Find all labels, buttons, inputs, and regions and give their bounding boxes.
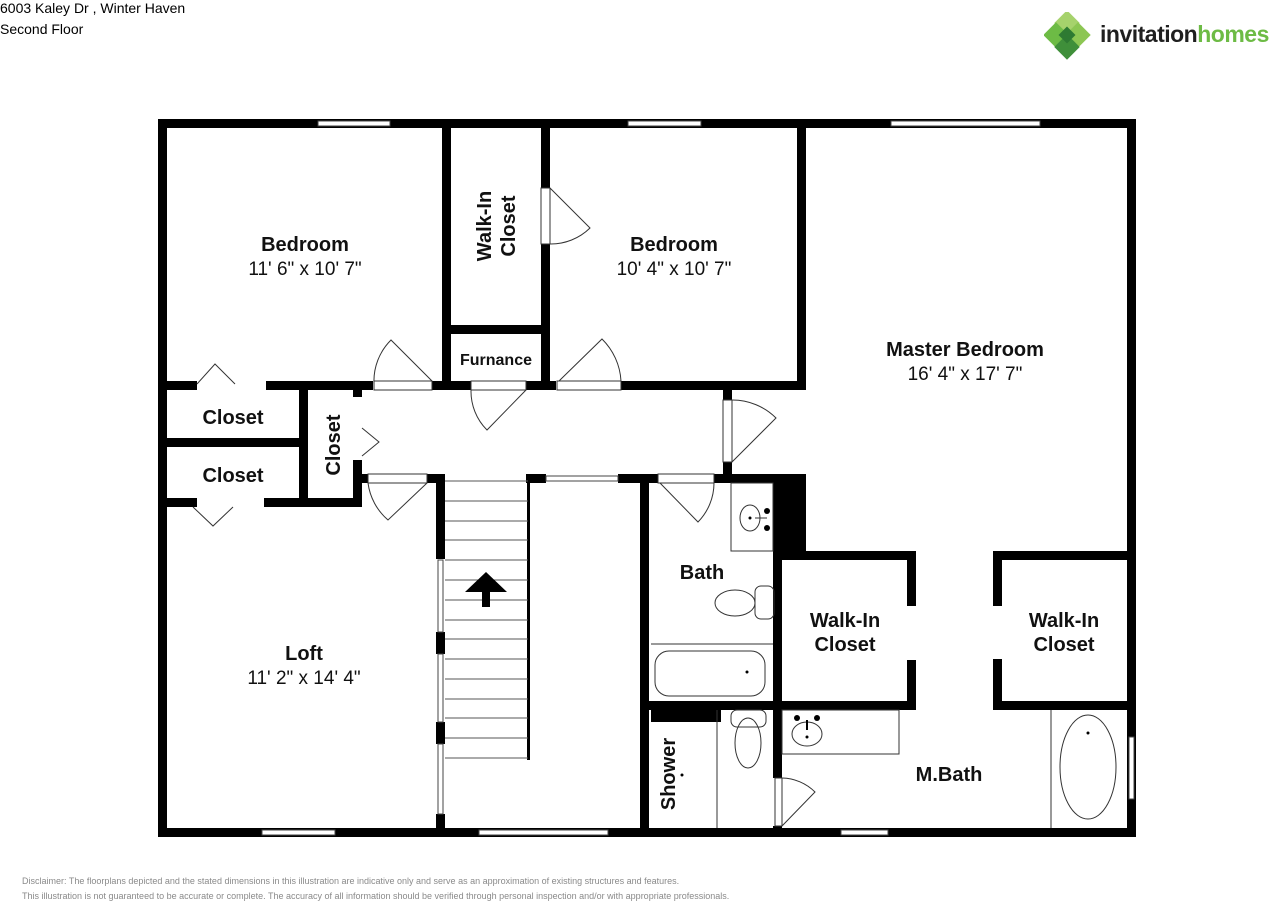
staircase xyxy=(445,480,528,759)
room-closet-1-name: Closet xyxy=(202,407,263,429)
room-walkin-top-line2: Closet xyxy=(498,195,520,256)
disclaimer-line-2: This illustration is not guaranteed to b… xyxy=(22,891,730,901)
room-closet-2-name: Closet xyxy=(202,465,263,487)
logo-word-homes: homes xyxy=(1197,21,1269,47)
room-master-name: Master Bedroom xyxy=(886,339,1044,361)
toilet-icon xyxy=(714,589,756,617)
room-bedroom-2-name: Bedroom xyxy=(630,234,718,256)
room-master-dims: 16' 4" x 17' 7" xyxy=(908,364,1023,385)
soaking-tub-icon xyxy=(1059,714,1117,820)
room-closet-3-name: Closet xyxy=(323,414,345,475)
room-walkin-right-line1: Walk-In xyxy=(1029,610,1099,632)
room-bedroom-1-name: Bedroom xyxy=(261,234,349,256)
windows xyxy=(261,120,1135,836)
doors xyxy=(192,187,816,827)
floor-label: Second Floor xyxy=(0,21,84,37)
room-walkin-top-line1: Walk-In xyxy=(474,191,496,261)
disclaimer-line-1: Disclaimer: The floorplans depicted and … xyxy=(22,876,680,886)
clover-logo-icon xyxy=(1044,12,1091,60)
room-bedroom-1-dims: 11' 6" x 10' 7" xyxy=(248,259,361,280)
toilet-icon-2 xyxy=(734,717,762,769)
bathroom-fixtures xyxy=(651,482,1117,828)
room-mbath-name: M.Bath xyxy=(916,764,983,786)
invitation-homes-logo: invitationhomes xyxy=(1044,12,1280,62)
logo-word-invitation: invitation xyxy=(1100,21,1198,47)
room-loft-name: Loft xyxy=(285,643,323,665)
bathtub-icon xyxy=(654,650,766,697)
room-bedroom-2-dims: 10' 4" x 10' 7" xyxy=(617,259,732,280)
property-address: 6003 Kaley Dr , Winter Haven xyxy=(0,0,186,16)
walls xyxy=(158,119,1136,837)
stairs-up-arrow-icon xyxy=(465,572,507,607)
room-bath-name: Bath xyxy=(680,562,724,584)
room-shower-name: Shower xyxy=(658,738,680,810)
room-loft-dims: 11' 2" x 14' 4" xyxy=(247,668,360,689)
room-furnace-name: Furnance xyxy=(460,352,532,369)
room-walkin-mid-line1: Walk-In xyxy=(810,610,880,632)
room-walkin-right-line2: Closet xyxy=(1033,634,1094,656)
room-walkin-mid-line2: Closet xyxy=(814,634,875,656)
